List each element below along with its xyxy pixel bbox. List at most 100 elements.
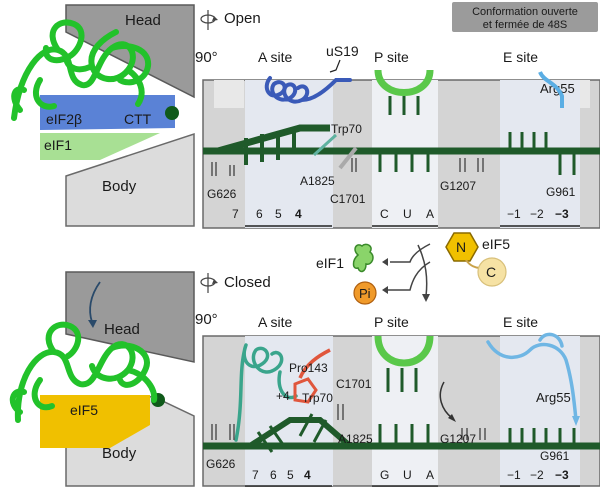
top-e-pos-3: −3: [555, 207, 569, 221]
top-ribosome-notch-1: [214, 80, 244, 108]
bottom-p-arrow-head: [448, 414, 456, 422]
middle-elf5-label: eIF5: [482, 236, 510, 252]
bottom-p-arrow: [439, 381, 453, 419]
top-p-codon-2: U: [403, 207, 412, 221]
top-c1701-label: C1701: [330, 192, 366, 206]
top-a1825-label: A1825: [300, 174, 335, 188]
bottom-e-pos-1: −1: [507, 468, 521, 482]
middle-n-label: N: [456, 239, 466, 255]
bottom-pro143-label: Pro143: [289, 361, 328, 375]
bottom-site-p-column: [372, 336, 438, 486]
bottom-arg55-label: Arg55: [536, 390, 571, 405]
top-p-trna-stem: [388, 96, 420, 115]
head-rotation-arrow: [89, 281, 101, 323]
bottom-site-a-label: A site: [258, 314, 292, 330]
bottom-a-pos-4: 4: [304, 468, 311, 482]
top-g1207-label: G1207: [440, 179, 476, 193]
bottom-g626-label: G626: [206, 457, 236, 471]
bottom-sky-chain-head: [572, 416, 580, 426]
release-arrow-elf1-head: [382, 258, 388, 266]
top-mrna-bases-e: [508, 132, 576, 175]
ctt-dot: [165, 106, 179, 120]
elf5-linker: [465, 259, 481, 269]
top-a-pos-7: 7: [232, 207, 239, 221]
bottom-p-trna-loop: [374, 335, 434, 367]
bottom-e-pos-3: −3: [555, 468, 569, 482]
bottom-site-columns: [245, 336, 580, 486]
top-rotation-label: 90°: [195, 49, 218, 66]
top-us19-label: uS19: [326, 43, 359, 59]
bottom-site-p-label: P site: [374, 314, 409, 330]
top-elf1-label: eIF1: [44, 137, 72, 153]
top-p-trna-loop: [374, 69, 434, 96]
bottom-detail: Closed 90° A site P site E site Pro143 +…: [195, 273, 600, 487]
bottom-subunit-schematic: Head Body eIF5: [9, 271, 195, 487]
bottom-p-trna-stem: [386, 368, 418, 392]
bottom-state-label: Closed: [224, 274, 271, 291]
bottom-site-e-label: E site: [503, 314, 538, 330]
top-mrna-bases-p: [378, 151, 430, 172]
bottom-a-pos-5: 5: [287, 468, 294, 482]
top-e-pos-1: −1: [507, 207, 521, 221]
bottom-sky-chain: [486, 332, 578, 422]
top-c1701-bar: [338, 146, 358, 170]
pi-circle: [353, 281, 377, 305]
bottom-mrna-bases-p: [378, 424, 430, 446]
bottom-mrna-a-kink: [248, 417, 352, 449]
bottom-mrna-bases-e: [508, 428, 576, 446]
bottom-body-label: Body: [102, 445, 137, 462]
bottom-helix-ribbon: [9, 321, 158, 423]
top-trp70-bar: [312, 133, 338, 157]
release-arrow-pi-head: [382, 286, 388, 294]
top-helix-ribbon: [11, 19, 152, 121]
middle-c-label: C: [486, 264, 496, 280]
top-g626-label: G626: [207, 187, 237, 201]
release-arrow-pi: [388, 261, 431, 291]
middle-elf1-shape: [352, 243, 374, 273]
bottom-a1825-label: A1825: [338, 432, 373, 446]
caption: Conformation ouverte et fermée de 48S: [452, 2, 598, 32]
top-a-pos-6: 6: [256, 207, 263, 221]
bottom-head-label: Head: [104, 321, 140, 338]
bottom-plus4-label: +4: [276, 389, 290, 403]
caption-line-1: Conformation ouverte: [472, 6, 578, 18]
top-p-codon-1: C: [380, 207, 389, 221]
top-elf2b-label: eIF2β: [46, 111, 82, 127]
elf5-n-hex: [445, 232, 479, 262]
bottom-rotation-label: 90°: [195, 311, 218, 328]
top-state-label: Open: [224, 10, 261, 27]
bottom-mrna-ticks: [211, 404, 486, 440]
head-rotation-arrow-head: [88, 320, 97, 328]
top-mrna-ticks: [211, 158, 484, 176]
middle-elf1-label: eIF1: [316, 255, 344, 271]
top-site-p-label: P site: [374, 49, 409, 65]
bottom-site-a-column: [245, 336, 333, 486]
caption-background: [452, 2, 598, 32]
top-body-shape: [65, 132, 195, 227]
bottom-c1701-label: C1701: [336, 377, 372, 391]
bottom-rotate-icon: [200, 273, 218, 293]
top-site-e-label: E site: [503, 49, 538, 65]
top-rotate-icon: [200, 10, 218, 30]
top-detail: Open 90° A site P site E site uS19 Arg55: [195, 10, 600, 229]
top-a-pos-4: 4: [295, 207, 302, 221]
bottom-e-pos-2: −2: [530, 468, 544, 482]
pro143-ring: [293, 377, 318, 404]
bottom-elf5-shape: [40, 395, 150, 448]
top-elf1-shape: [40, 133, 160, 160]
bottom-g1207-label: G1207: [440, 432, 476, 446]
pro143-chain: [298, 348, 331, 379]
top-head-label: Head: [125, 12, 161, 29]
bottom-head-shape: [65, 271, 195, 363]
elf5-c-circle: [477, 257, 507, 287]
middle-release: eIF1 Pi N C eIF5: [316, 232, 510, 305]
bottom-elf5-label: eIF5: [70, 402, 98, 418]
top-trp70-label: Trp70: [331, 122, 362, 136]
top-us19-coil: [264, 76, 352, 104]
bottom-g961-label: G961: [540, 449, 570, 463]
top-body-label: Body: [102, 178, 137, 195]
top-a-pos-5: 5: [275, 207, 282, 221]
bottom-a-pos-7: 7: [252, 468, 259, 482]
